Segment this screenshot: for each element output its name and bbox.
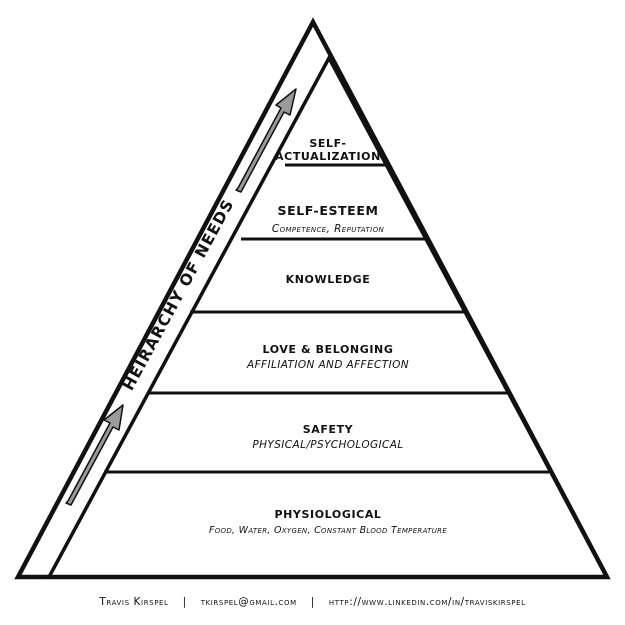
- footer-author: Travis Kirspel: [99, 596, 169, 608]
- level-title: SAFETY: [303, 423, 354, 436]
- level-subtitle: AFFILIATION AND AFFECTION: [246, 359, 409, 371]
- level-title: LOVE & BELONGING: [263, 343, 394, 356]
- level-subtitle: Competence, Reputation: [272, 223, 385, 235]
- arrow-upper-icon: [235, 88, 297, 193]
- footer-email-link[interactable]: tkirspel@gmail.com: [200, 596, 297, 608]
- upward-arrows: [65, 88, 297, 506]
- level-dividers: [104, 163, 549, 474]
- level-title-line2: ACTUALIZATION: [275, 150, 381, 163]
- footer-url-link[interactable]: http://www.linkedin.com/in/traviskirspel: [328, 596, 526, 608]
- footer-separator: |: [182, 596, 187, 608]
- level-title: SELF-: [309, 137, 346, 150]
- level-self-esteem: SELF-ESTEEM Competence, Reputation: [272, 203, 385, 235]
- level-safety: SAFETY PHYSICAL/PSYCHOLOGICAL: [252, 423, 403, 451]
- pyramid-inner-outline: [46, 54, 610, 579]
- level-self-actualization: SELF- ACTUALIZATION: [275, 137, 381, 163]
- footer-separator: |: [310, 596, 315, 608]
- pyramid-outline: [14, 17, 611, 580]
- level-subtitle: Food, Water, Oxygen, Constant Blood Temp…: [209, 525, 447, 536]
- footer: Travis Kirspel | tkirspel@gmail.com | ht…: [0, 593, 625, 611]
- level-knowledge: KNOWLEDGE: [286, 273, 371, 286]
- level-title: SELF-ESTEEM: [277, 203, 378, 218]
- level-subtitle: PHYSICAL/PSYCHOLOGICAL: [252, 439, 403, 451]
- arrow-lower-icon: [65, 404, 124, 506]
- level-title: PHYSIOLOGICAL: [274, 508, 381, 521]
- level-title: KNOWLEDGE: [286, 273, 371, 286]
- level-physiological: PHYSIOLOGICAL Food, Water, Oxygen, Const…: [209, 508, 447, 536]
- level-love-belonging: LOVE & BELONGING AFFILIATION AND AFFECTI…: [246, 343, 409, 371]
